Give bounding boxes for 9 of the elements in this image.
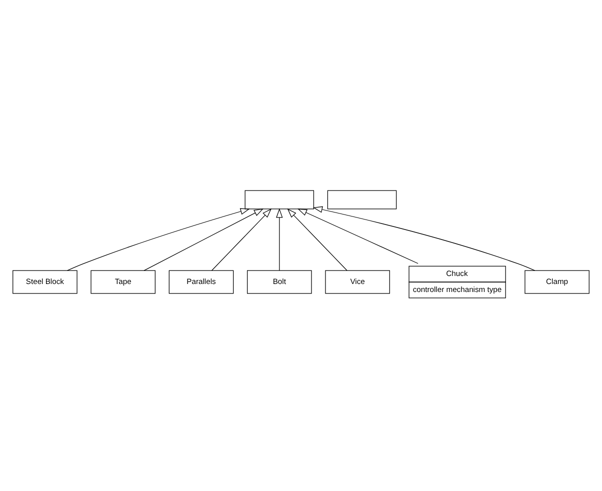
arrow [211, 208, 272, 271]
arrow [66, 208, 250, 271]
arrow [287, 208, 348, 271]
arrow [297, 208, 418, 264]
node-box [327, 190, 397, 210]
arrow [144, 208, 264, 271]
node-box [244, 190, 314, 210]
arrow [276, 208, 283, 271]
arrow [312, 206, 536, 271]
